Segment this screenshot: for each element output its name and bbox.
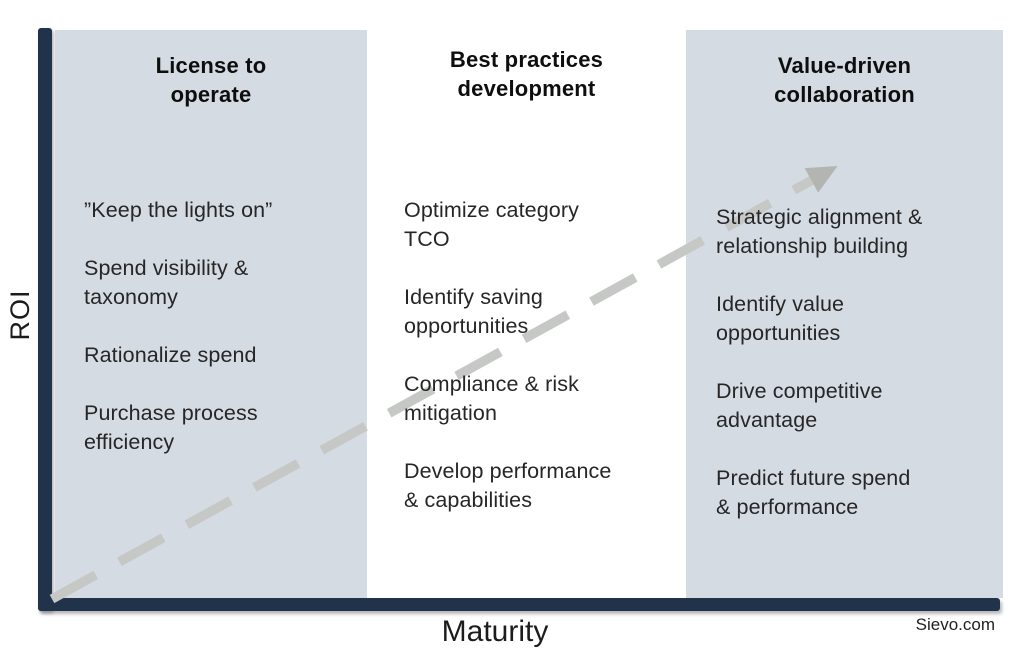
column-title: Best practices development: [449, 47, 604, 101]
column-title: License to operate: [155, 53, 267, 107]
column-item: Optimize category TCO: [404, 198, 579, 251]
column-title: Value-driven collaboration: [774, 53, 915, 107]
x-axis-bar: [38, 598, 1000, 611]
column-item: Strategic alignment & relationship build…: [716, 205, 923, 258]
column-item: Identify value opportunities: [716, 292, 845, 345]
column-item: Drive competitive advantage: [716, 379, 883, 432]
column-item: Spend visibility & taxonomy: [84, 256, 249, 309]
stage-column-best-practices-development: Best practices development Optimize cate…: [367, 30, 686, 598]
stage-column-license-to-operate: License to operate ”Keep the lights on” …: [55, 30, 367, 598]
brand-watermark: Sievo.com: [915, 615, 995, 634]
column-items: ”Keep the lights on” Spend visibility & …: [55, 196, 367, 486]
column-items: Strategic alignment & relationship build…: [686, 203, 1003, 551]
column-item: Predict future spend & performance: [716, 466, 911, 519]
stage-column-value-driven-collaboration: Value-driven collaboration Strategic ali…: [686, 30, 1003, 598]
column-items: Optimize category TCO Identify saving op…: [367, 196, 686, 544]
column-item: Purchase process efficiency: [84, 401, 258, 454]
column-item: Rationalize spend: [84, 343, 257, 367]
column-item: ”Keep the lights on”: [84, 198, 273, 222]
x-axis-label: Maturity: [441, 615, 549, 648]
column-item: Develop performance & capabilities: [404, 459, 612, 512]
y-axis-label: ROI: [5, 289, 35, 341]
y-axis-bar: [38, 28, 52, 611]
column-item: Compliance & risk mitigation: [404, 372, 579, 425]
column-item: Identify saving opportunities: [404, 285, 543, 338]
